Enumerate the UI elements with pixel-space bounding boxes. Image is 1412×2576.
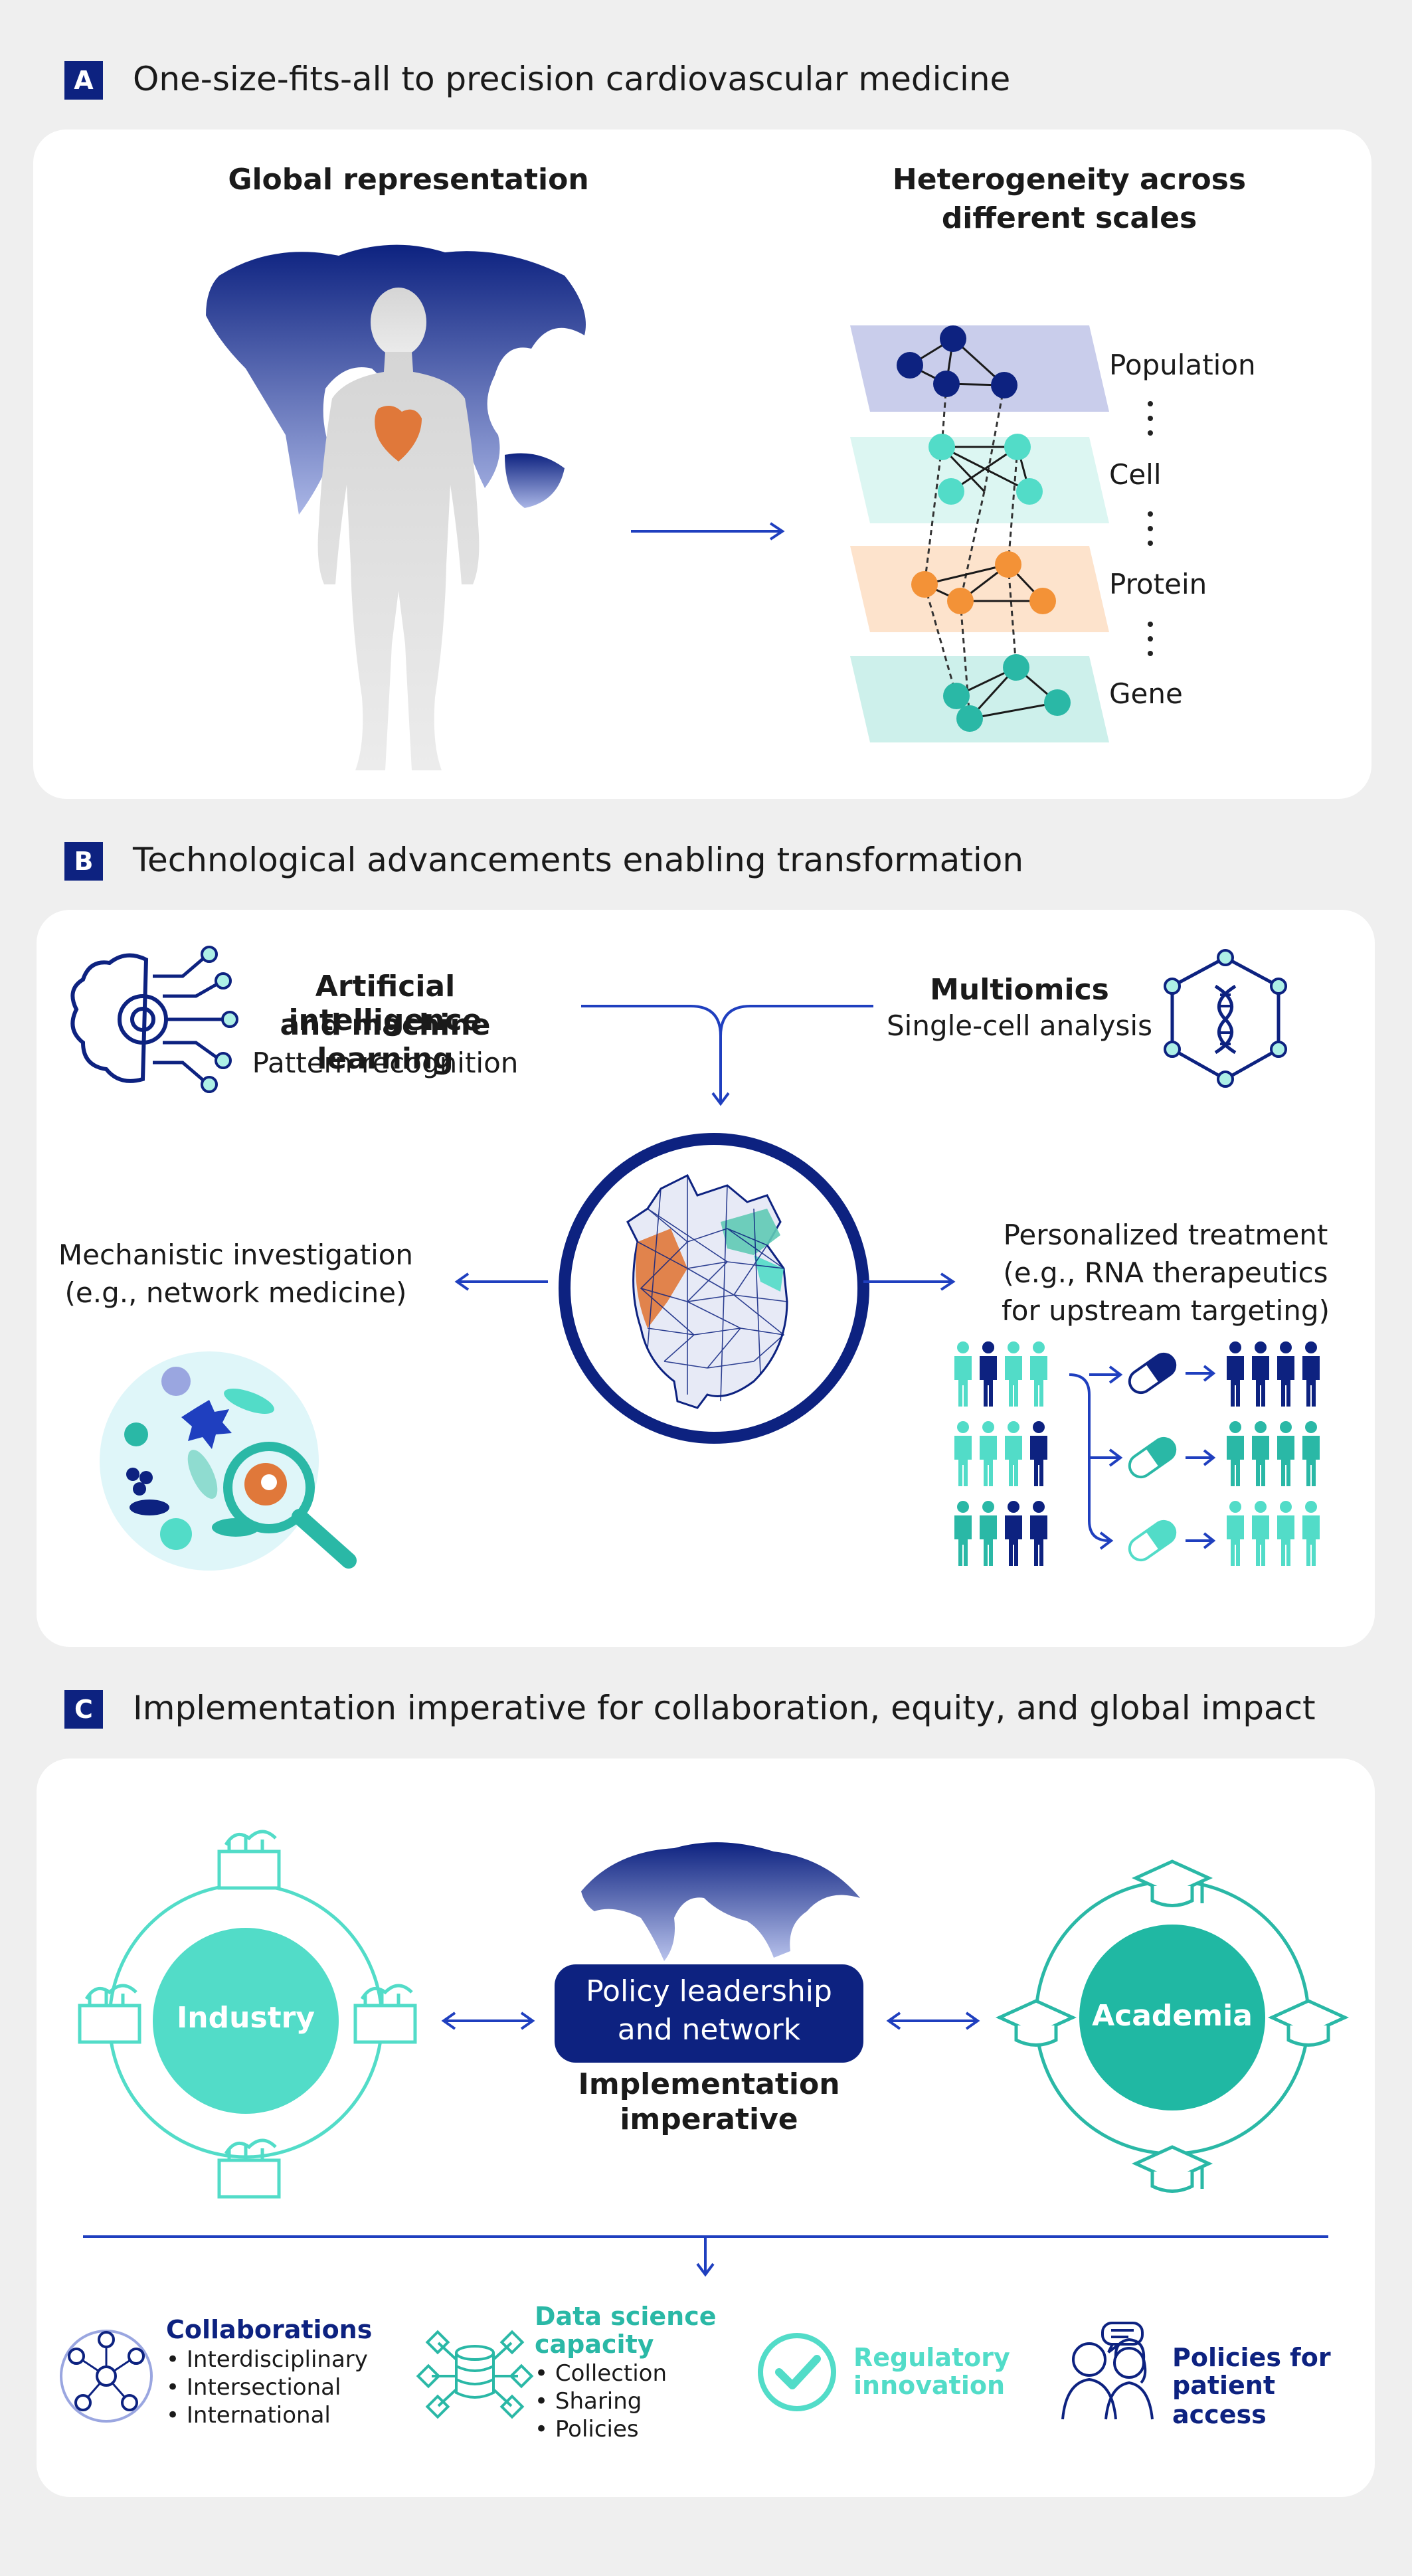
collab-item-2: • Intersectional [166,2374,341,2401]
microbe-magnifier-icon [100,1351,357,1571]
double-arrow-right [886,2012,980,2030]
personalized-line3: for upstream targeting) [1002,1294,1330,1327]
data-science-title-line2: capacity [535,2330,654,2359]
ai-title-line1: Artificial intelligence [288,970,482,1037]
data-science-title-line1: Data science [535,2302,717,2331]
industry-ring [78,1830,417,2199]
converging-arrow [581,1005,873,1106]
section-a-title: One-size-fits-all to precision cardiovas… [133,60,1011,98]
academia-label: Academia [1092,1999,1253,2033]
population-layer [850,325,1109,412]
policy-line1: Policy leadership [586,1974,832,2008]
section-b-title: Technological advancements enabling tran… [133,841,1024,879]
section-a-badge: A [64,61,103,100]
implementation-line2: imperative [620,2103,798,2136]
protein-layer [850,546,1109,632]
section-b-panel: Artificial intelligence and machine lear… [37,910,1375,1647]
section-a-panel: Global representation Heterogeneity acro… [33,129,1371,799]
mechanistic-line2: (e.g., network medicine) [64,1276,407,1309]
arrow-left-icon [454,1272,548,1291]
multiscale-network-diagram [850,325,1153,742]
ds-item-2: • Sharing [535,2388,642,2415]
ai-title-line2: and machine learning [280,1008,491,1076]
mechanistic-line1: Mechanistic investigation [58,1239,414,1271]
collaboration-network-icon [60,2330,153,2423]
academia-ring [995,1859,1350,2193]
section-b-badge: B [64,842,103,881]
heterogeneity-label-line2: different scales [941,201,1197,235]
dna-hexagon-icon [1164,949,1287,1088]
checkmark-icon [758,2333,836,2411]
cell-layer [850,437,1109,523]
arrow-right-icon [631,522,785,541]
ds-item-1: • Collection [535,2360,667,2387]
layer-label-protein: Protein [1109,568,1207,600]
policy-line2: and network [617,2013,801,2047]
personalized-line1: Personalized treatment [1003,1219,1328,1251]
ds-item-3: • Policies [535,2416,639,2443]
policy-leadership-box [555,1964,863,2063]
layer-label-gene: Gene [1109,677,1183,710]
ai-brain-circuit-icon [70,946,238,1093]
multiomics-subtitle: Single-cell analysis [887,1009,1152,1042]
collaborations-title: Collaborations [166,2315,373,2344]
personalized-treatment-diagram [954,1341,1320,1566]
human-silhouette-icon [317,288,480,770]
database-network-icon [416,2330,534,2419]
regulatory-line2: innovation [853,2371,1005,2400]
policies-line1: Policies for [1172,2343,1331,2372]
heterogeneity-label-line1: Heterogeneity across [892,163,1247,197]
section-c-title: Implementation imperative for collaborat… [133,1689,1316,1727]
policies-line2: patient access [1172,2371,1276,2429]
multiomics-title: Multiomics [930,973,1109,1007]
double-arrow-left [441,2012,535,2030]
patients-doctor-icon [1061,2322,1154,2420]
gene-layer [850,656,1109,742]
divider-down-arrow [83,2235,1328,2277]
global-representation-label: Global representation [228,163,589,197]
section-c-panel: Industry Policy leadership and network I… [37,1759,1375,2497]
globe-icon-2 [581,1842,860,1961]
industry-label: Industry [176,2001,315,2035]
section-c-badge: C [64,1690,103,1729]
ai-subtitle: Pattern recognition [252,1047,519,1079]
layer-label-population: Population [1109,349,1256,381]
collab-item-1: • Interdisciplinary [166,2346,368,2373]
regulatory-line1: Regulatory [853,2343,1010,2372]
personalized-line2: (e.g., RNA therapeutics [1003,1256,1328,1289]
implementation-line1: Implementation [578,2067,840,2101]
arrow-right-icon-2 [863,1272,956,1291]
collab-item-3: • International [166,2402,331,2429]
layer-label-cell: Cell [1109,458,1162,491]
mesh-heart-icon [559,1133,869,1444]
